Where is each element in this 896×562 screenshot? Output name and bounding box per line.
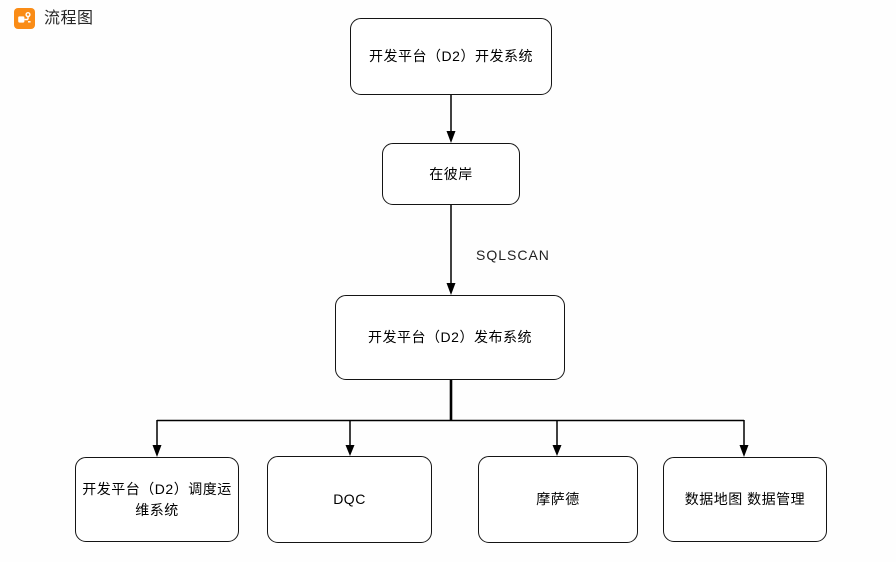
arrowhead-publish	[446, 283, 456, 295]
flowchart-icon	[14, 8, 35, 29]
node-datamap[interactable]: 数据地图 数据管理	[663, 457, 827, 542]
node-dev-system[interactable]: 开发平台（D2）开发系统	[350, 18, 552, 95]
edge-label-sqlscan: SQLSCAN	[476, 247, 550, 263]
arrowhead-datamap	[739, 445, 749, 457]
arrowhead-mosade	[552, 445, 562, 456]
arrowhead-scheduler	[152, 445, 162, 457]
node-datamap-label: 数据地图 数据管理	[684, 491, 806, 508]
node-dqc-label: DQC	[333, 491, 366, 508]
node-scheduler-label: 开发平台（D2）调度运维系统	[82, 481, 232, 518]
arrowhead-dqc	[345, 445, 355, 456]
node-publish-system[interactable]: 开发平台（D2）发布系统	[335, 295, 565, 380]
node-mosade-label: 摩萨德	[536, 491, 580, 508]
node-zaibian-label: 在彼岸	[429, 165, 473, 182]
node-mosade[interactable]: 摩萨德	[478, 456, 638, 543]
node-scheduler[interactable]: 开发平台（D2）调度运维系统	[75, 457, 239, 542]
node-dqc[interactable]: DQC	[267, 456, 432, 543]
arrowhead-zaibian	[446, 131, 456, 143]
node-zaibian[interactable]: 在彼岸	[382, 143, 520, 205]
diagram-title: 流程图	[44, 10, 94, 27]
node-dev-system-label: 开发平台（D2）开发系统	[369, 48, 533, 65]
diagram-header: 流程图	[14, 8, 94, 29]
node-publish-system-label: 开发平台（D2）发布系统	[368, 329, 532, 346]
